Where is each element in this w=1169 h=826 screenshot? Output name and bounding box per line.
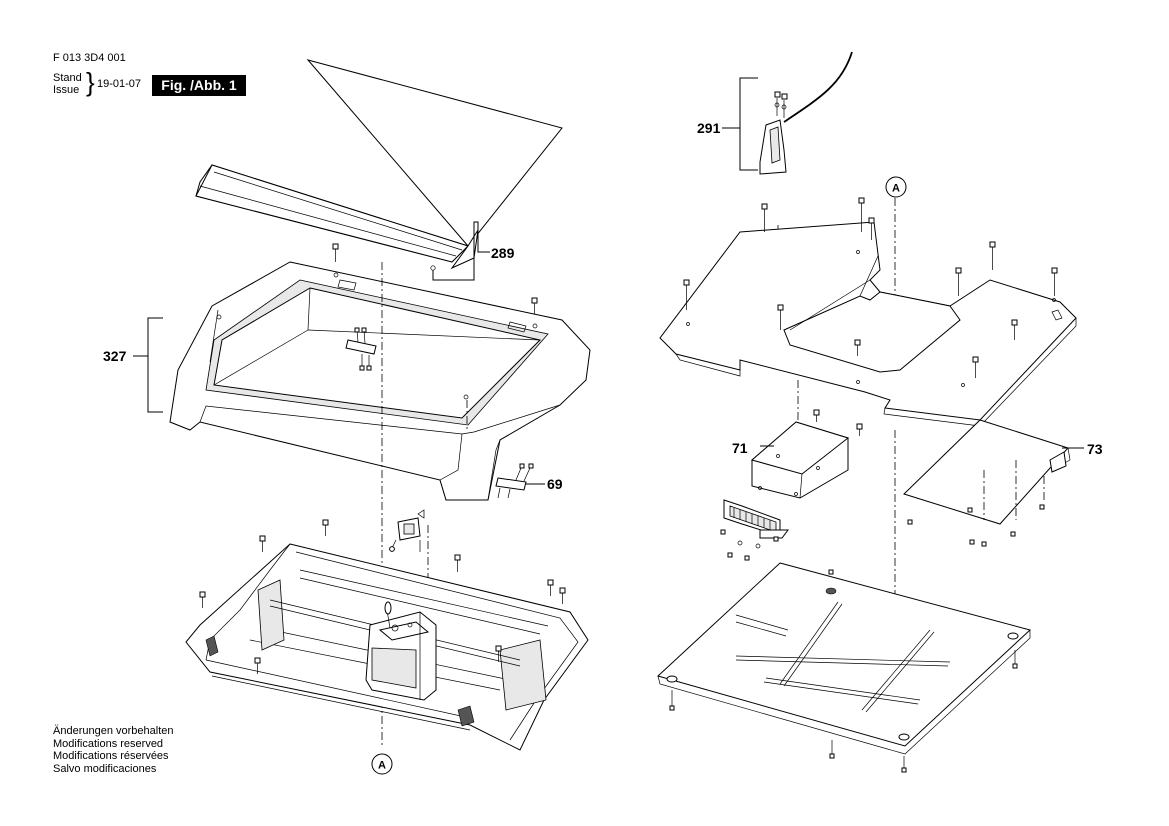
note-es: Salvo modificaciones (53, 762, 157, 775)
base-screws (199, 519, 566, 674)
note-de: Änderungen vorbehalten (53, 725, 174, 737)
leader-289 (432, 221, 490, 281)
part-327-frame[interactable] (169, 261, 591, 501)
frame-screws (332, 243, 538, 314)
modification-notes: Änderungen vorbehalten Modifications res… (53, 725, 173, 775)
vent-bracket[interactable] (720, 499, 789, 561)
part-69-hinge[interactable] (495, 463, 545, 499)
part-73-circuit-board[interactable] (903, 419, 1071, 547)
issue-label: Issue (53, 84, 80, 96)
document-number: F 013 3D4 001 (53, 52, 126, 64)
note-fr: Modifications réservées (53, 750, 169, 762)
marker-a-bottom: A (378, 760, 386, 772)
bottom-base-plate[interactable] (657, 562, 1032, 755)
callout-291[interactable]: 291 (697, 120, 721, 136)
top-screws (683, 197, 1058, 436)
callout-289[interactable]: 289 (491, 245, 515, 261)
bottom-screws (669, 650, 1018, 773)
stand-label: Stand (53, 72, 82, 84)
brace-symbol: } (86, 67, 95, 97)
callout-69[interactable]: 69 (547, 476, 563, 492)
marker-a-top-circle (885, 176, 907, 198)
motor-housing[interactable] (365, 601, 437, 701)
switch-plate[interactable] (389, 509, 425, 552)
part-291-bracket[interactable] (759, 51, 853, 175)
bracket-291 (739, 77, 758, 171)
figure-label: Fig. /Abb. 1 (152, 75, 246, 96)
note-en: Modifications reserved (53, 737, 164, 750)
callout-327[interactable]: 327 (103, 348, 127, 364)
part-71-power-box[interactable] (750, 421, 850, 499)
issue-date: 19-01-07 (97, 78, 142, 90)
marker-a-bottom-circle (371, 753, 393, 775)
callout-73[interactable]: 73 (1087, 441, 1103, 457)
marker-a-top: A (892, 183, 900, 195)
table-top-plate[interactable] (659, 221, 1077, 427)
part-68-hinge[interactable] (345, 327, 377, 371)
bracket-327 (147, 317, 163, 413)
callout-71[interactable]: 71 (732, 440, 748, 456)
part-289-lid[interactable] (195, 59, 563, 271)
